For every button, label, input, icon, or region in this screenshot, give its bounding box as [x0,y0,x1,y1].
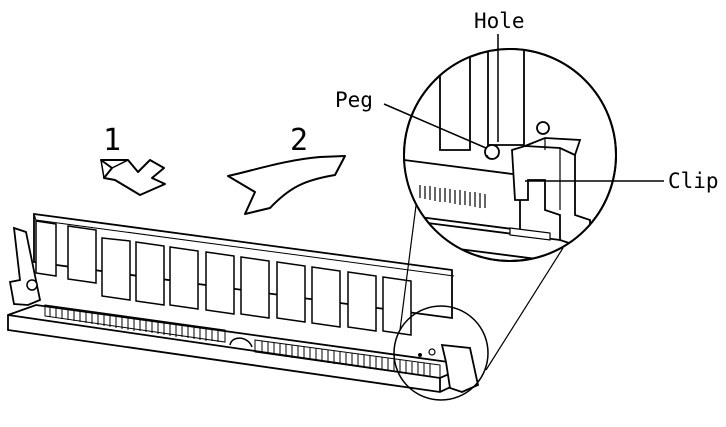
callout-peg: Peg [335,88,487,149]
clip-label: Clip [668,169,719,193]
socket-pin-lines-left [49,306,219,342]
step-1-label: 1 [103,123,121,158]
step-2-group: 2 [227,123,346,215]
socket-clip-right [440,343,480,393]
zoom-hole [536,121,550,135]
step-1-group: 1 [100,123,166,196]
step-1-arrow [100,159,166,196]
socket-pins-left [44,304,226,343]
socket-pin-lines-right [261,341,431,377]
detail-source-circle [393,305,489,401]
callout-hole: Hole [474,9,525,142]
callout-clip: Clip [525,169,719,193]
step-2-label: 2 [290,123,308,158]
hole-label: Hole [474,9,525,33]
zoom-detail [403,48,617,262]
zoom-peg [484,144,500,160]
step-2-arrow [227,155,346,215]
zoom-clip [511,145,591,246]
peg-label: Peg [335,88,373,112]
socket-key-notch [229,337,253,348]
dimm-socket [7,226,480,393]
socket-pins-right [254,339,441,379]
memory-chips [35,220,412,336]
dimm-module [33,212,455,336]
